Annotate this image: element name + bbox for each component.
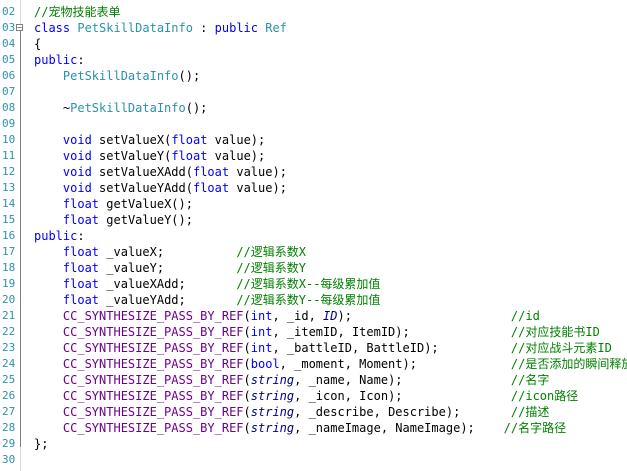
code-line[interactable]: 07: [2, 84, 627, 100]
line-number: 19: [2, 277, 16, 290]
line-number: 30: [2, 453, 16, 466]
line-number: 05: [2, 53, 16, 66]
code-line[interactable]: 03 class PetSkillDataInfo : public Ref: [2, 20, 627, 36]
code-line[interactable]: 11 void setValueY(float value);: [2, 148, 627, 164]
line-number: 17: [2, 245, 16, 258]
line-number: 12: [2, 165, 16, 178]
code-line[interactable]: 14 float getValueX();: [2, 196, 627, 212]
code-text: };: [34, 437, 49, 451]
code-text: CC_SYNTHESIZE_PASS_BY_REF(int, _itemID, …: [62, 325, 600, 339]
code-line[interactable]: 05 public:: [2, 52, 627, 68]
code-text: CC_SYNTHESIZE_PASS_BY_REF(string, _name,…: [62, 373, 550, 387]
collapse-toggle-icon[interactable]: [16, 24, 23, 31]
line-number: 14: [2, 197, 16, 210]
code-line[interactable]: 16 public:: [2, 228, 627, 244]
line-number: 03: [2, 21, 16, 34]
code-line[interactable]: 19 float _valueXAdd; //逻辑系数X--每级累加值: [2, 276, 627, 292]
line-number: 06: [2, 69, 16, 82]
code-line[interactable]: 09: [2, 116, 627, 132]
code-text: CC_SYNTHESIZE_PASS_BY_REF(bool, _moment,…: [62, 357, 627, 371]
line-number: 16: [2, 229, 16, 242]
line-number: 24: [2, 357, 16, 370]
line-number: 09: [2, 117, 16, 130]
code-text: CC_SYNTHESIZE_PASS_BY_REF(int, _id, ID);…: [62, 309, 540, 323]
code-text: CC_SYNTHESIZE_PASS_BY_REF(string, _icon,…: [62, 389, 579, 403]
code-text: //宠物技能表单: [34, 5, 121, 19]
fold-guide-line: [20, 31, 21, 447]
line-number: 21: [2, 309, 16, 322]
code-text: float _valueY; //逻辑系数Y: [62, 261, 307, 275]
code-line[interactable]: 18 float _valueY; //逻辑系数Y: [2, 260, 627, 276]
line-number: 07: [2, 85, 16, 98]
line-number: 25: [2, 373, 16, 386]
code-line[interactable]: 23 CC_SYNTHESIZE_PASS_BY_REF(int, _battl…: [2, 340, 627, 356]
code-line[interactable]: 20 float _valueYAdd; //逻辑系数Y--每级累加值: [2, 292, 627, 308]
code-line[interactable]: 29};: [2, 436, 627, 452]
code-line[interactable]: 10 void setValueX(float value);: [2, 132, 627, 148]
code-line[interactable]: 24 CC_SYNTHESIZE_PASS_BY_REF(bool, _mome…: [2, 356, 627, 372]
code-line[interactable]: 08 ~PetSkillDataInfo();: [2, 100, 627, 116]
code-text: PetSkillDataInfo();: [62, 69, 201, 83]
code-text: float _valueX; //逻辑系数X: [62, 245, 307, 259]
code-text: CC_SYNTHESIZE_PASS_BY_REF(string, _descr…: [62, 405, 550, 419]
code-text: {: [34, 37, 42, 51]
code-text: float getValueX();: [62, 197, 193, 211]
code-line[interactable]: 15 float getValueY();: [2, 212, 627, 228]
code-line[interactable]: 06 PetSkillDataInfo();: [2, 68, 627, 84]
code-text: void setValueYAdd(float value);: [62, 181, 287, 195]
code-text: class PetSkillDataInfo : public Ref: [34, 21, 287, 35]
code-text: void setValueXAdd(float value);: [62, 165, 287, 179]
code-line[interactable]: 27 CC_SYNTHESIZE_PASS_BY_REF(string, _de…: [2, 404, 627, 420]
line-number: 04: [2, 37, 16, 50]
code-text: void setValueY(float value);: [62, 149, 266, 163]
code-line[interactable]: 28 CC_SYNTHESIZE_PASS_BY_REF(string, _na…: [2, 420, 627, 436]
code-text: public:: [34, 229, 85, 243]
line-number: 15: [2, 213, 16, 226]
code-text: public:: [34, 53, 85, 67]
code-text: float getValueY();: [62, 213, 193, 227]
code-text: CC_SYNTHESIZE_PASS_BY_REF(int, _battleID…: [62, 341, 612, 355]
code-text: void setValueX(float value);: [62, 133, 266, 147]
code-line[interactable]: 17 float _valueX; //逻辑系数X: [2, 244, 627, 260]
code-line[interactable]: 13 void setValueYAdd(float value);: [2, 180, 627, 196]
line-number: 22: [2, 325, 16, 338]
code-text: float _valueXAdd; //逻辑系数X--每级累加值: [62, 277, 381, 291]
code-line[interactable]: 22 CC_SYNTHESIZE_PASS_BY_REF(int, _itemI…: [2, 324, 627, 340]
code-text: CC_SYNTHESIZE_PASS_BY_REF(string, _nameI…: [62, 421, 567, 435]
line-number: 02: [2, 5, 16, 18]
line-number: 26: [2, 389, 16, 402]
code-line[interactable]: 04 {: [2, 36, 627, 52]
line-number: 28: [2, 421, 16, 434]
line-number: 18: [2, 261, 16, 274]
line-number: 10: [2, 133, 16, 146]
line-number: 11: [2, 149, 16, 162]
code-line[interactable]: 12 void setValueXAdd(float value);: [2, 164, 627, 180]
code-line[interactable]: 30: [2, 452, 627, 468]
line-number: 08: [2, 101, 16, 114]
line-number: 29: [2, 437, 16, 450]
code-line[interactable]: 21 CC_SYNTHESIZE_PASS_BY_REF(int, _id, I…: [2, 308, 627, 324]
line-number: 13: [2, 181, 16, 194]
code-line[interactable]: 02 //宠物技能表单: [2, 4, 627, 20]
line-number: 23: [2, 341, 16, 354]
code-text: float _valueYAdd; //逻辑系数Y--每级累加值: [62, 293, 381, 307]
code-text: ~PetSkillDataInfo();: [34, 101, 208, 115]
line-number: 20: [2, 293, 16, 306]
code-line[interactable]: 26 CC_SYNTHESIZE_PASS_BY_REF(string, _ic…: [2, 388, 627, 404]
code-line[interactable]: 25 CC_SYNTHESIZE_PASS_BY_REF(string, _na…: [2, 372, 627, 388]
line-number: 27: [2, 405, 16, 418]
